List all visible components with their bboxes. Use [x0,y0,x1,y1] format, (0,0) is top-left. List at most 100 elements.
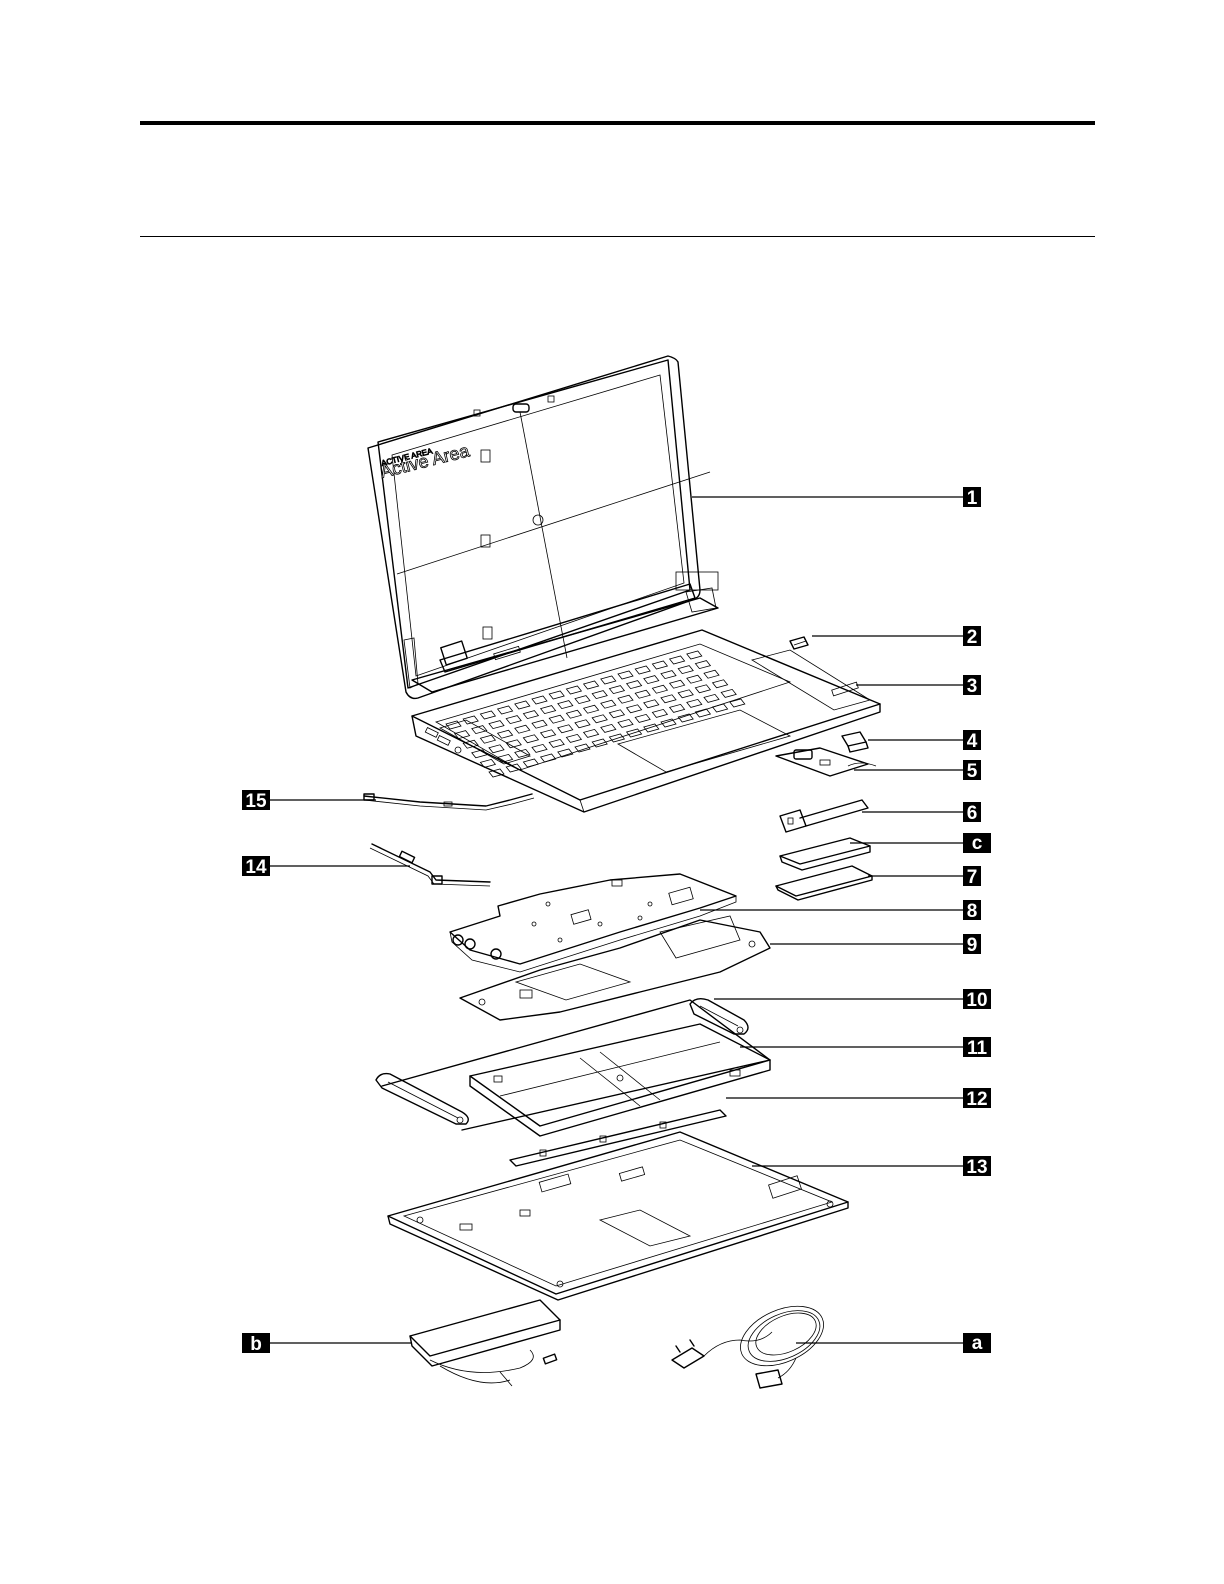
callout-a-label: a [972,1333,983,1354]
part-a-power-cord [672,1294,833,1388]
callout-3-label: 3 [967,676,978,697]
callout-8-label: 8 [967,901,978,922]
keyboard-key [541,754,556,762]
keyboard-key [730,699,745,707]
keyboard-key [515,725,530,733]
part-13-base-cover [388,1132,848,1300]
keyboard-key [541,706,556,714]
keyboard-key [549,715,564,723]
keyboard-key [549,691,564,699]
keyboard-key [704,670,719,678]
keyboard-key [695,685,710,693]
keyboard-key [687,675,702,683]
callout-14-label: 14 [245,857,267,878]
keyboard-key [601,724,616,732]
keyboard-key [489,721,504,729]
keyboard-key [498,706,513,714]
callout-4: 4 [963,730,981,752]
callout-12: 12 [963,1088,991,1110]
callout-6: 6 [963,802,981,824]
callout-11-label: 11 [967,1038,988,1059]
keyboard-key [489,745,504,753]
keyboard-key [661,671,676,679]
callout-11: 11 [963,1037,991,1059]
keyboard-key [566,686,581,694]
keyboard-key [661,695,676,703]
part-b-ac-adapter [410,1300,560,1386]
keyboard-key [566,710,581,718]
keyboard-key [566,734,581,742]
keyboard-key [652,685,667,693]
part-7-ssd [776,866,872,900]
keyboard-key [515,701,530,709]
callout-c-label: c [972,833,983,854]
callouts: 1 2 3 4 5 6 c 7 8 9 10 11 12 13 15 14 b … [242,487,991,1355]
keyboard-key [609,710,624,718]
keyboard-key [704,694,719,702]
keyboard-key [480,735,495,743]
part-5-io-board [776,748,876,776]
part-lcd-unit: ACTIVE AREA Active Area [368,356,718,698]
keyboard-key [635,666,650,674]
keyboard-key [618,719,633,727]
keyboard-key [558,725,573,733]
keyboard-key [713,704,728,712]
keyboard-key [721,689,736,697]
callout-2-label: 2 [967,627,978,648]
callout-5: 5 [963,760,981,782]
keyboard-key [584,705,599,713]
keyboard-key [601,676,616,684]
keyboard-key [558,749,573,757]
keyboard-key [515,749,530,757]
callout-10: 10 [963,989,991,1011]
keyboard-key [635,690,650,698]
callout-10-label: 10 [966,990,987,1011]
keyboard-key [575,720,590,728]
callout-6-label: 6 [967,803,978,824]
keyboard-key [644,700,659,708]
callout-13: 13 [963,1156,991,1178]
keyboard-key [670,704,685,712]
keyboard-key [609,686,624,694]
keyboard-key [695,661,710,669]
keyboard-key [670,680,685,688]
callout-3: 3 [963,675,981,697]
callout-13-label: 13 [966,1157,987,1178]
part-6 [780,800,868,832]
keyboard-key [472,750,487,758]
keyboard-key [506,716,521,724]
callout-1-label: 1 [967,488,978,509]
keyboard-key [627,705,642,713]
keyboard-key [695,709,710,717]
keyboard-key [463,740,478,748]
callout-7-label: 7 [967,867,978,888]
keyboard-key [592,691,607,699]
part-keyboard-bezel [412,630,880,812]
keyboard-key [618,671,633,679]
keyboard-key [601,700,616,708]
part-10-speaker [690,999,748,1034]
callout-9: 9 [963,934,981,956]
keyboard-key [652,709,667,717]
callout-a: a [963,1333,991,1354]
keyboard-key [523,711,538,719]
keyboard-key [532,744,547,752]
keyboard-key [532,720,547,728]
keyboard-key [498,730,513,738]
callout-14: 14 [242,856,270,878]
keyboard-key [523,759,538,767]
part-2 [790,637,808,649]
keyboard-key [635,714,650,722]
keyboard-key [584,729,599,737]
part-15-cable [364,794,534,810]
keyboard-key [532,696,547,704]
callout-7: 7 [963,866,981,888]
part-4 [842,732,868,752]
callout-1: 1 [963,487,981,509]
keyboard-key [713,680,728,688]
keyboard-key [687,651,702,659]
callout-8: 8 [963,900,981,922]
keyboard-key [652,661,667,669]
callout-c: c [963,833,991,854]
keyboard-key [558,701,573,709]
